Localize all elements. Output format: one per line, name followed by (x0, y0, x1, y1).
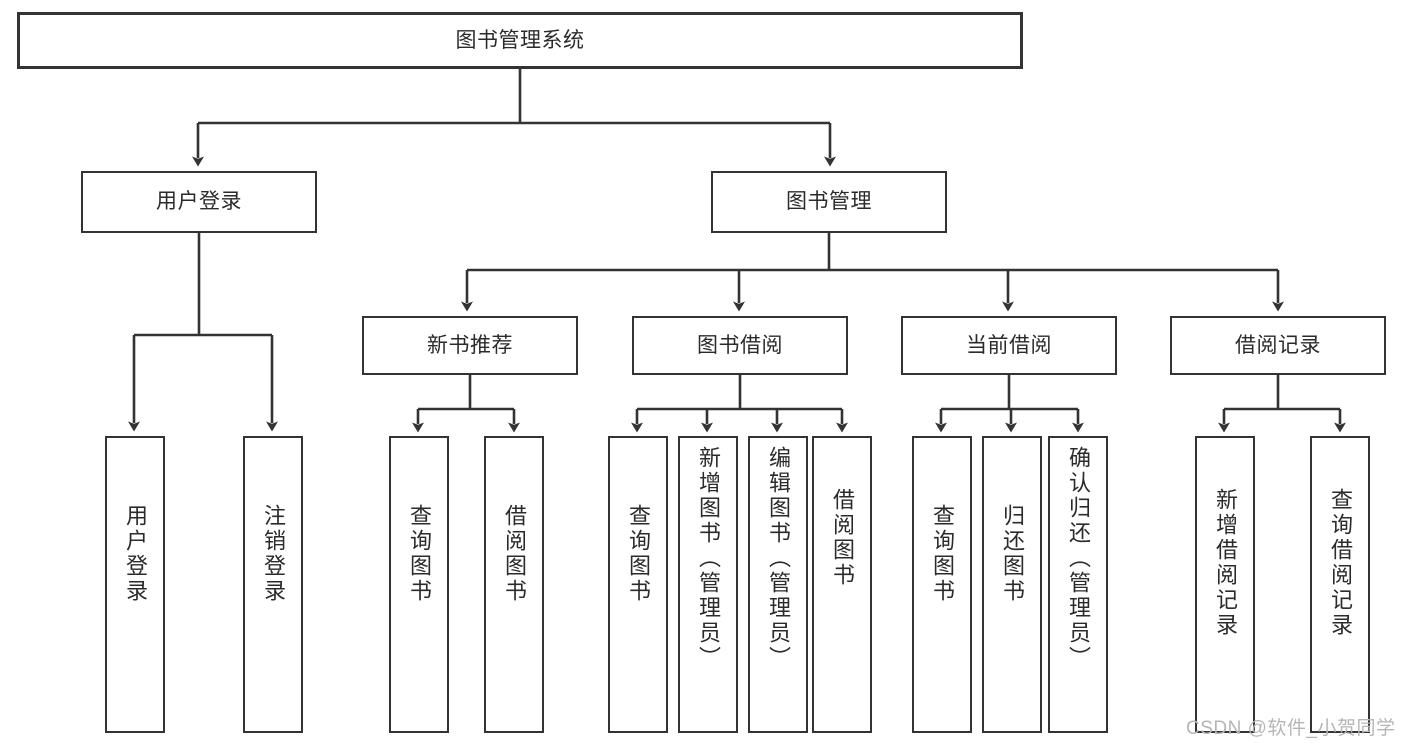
node-borrow-record-label: 借阅记录 (1235, 333, 1321, 357)
node-current-borrow[interactable]: 当前借阅 (901, 316, 1117, 375)
node-leaf-add-record[interactable]: 新增借阅记录 (1195, 436, 1255, 733)
node-leaf-add-book[interactable]: 新增图书（管理员） (678, 436, 738, 733)
node-leaf-borrow-book-2[interactable]: 借阅图书 (812, 436, 872, 733)
node-book-manage[interactable]: 图书管理 (711, 171, 947, 233)
node-leaf-edit-book-label: 编辑图书（管理员） (766, 446, 791, 671)
node-leaf-borrow-book-2-label: 借阅图书 (830, 488, 855, 588)
node-new-book-recommend-label: 新书推荐 (427, 333, 513, 357)
node-current-borrow-label: 当前借阅 (966, 333, 1052, 357)
node-leaf-borrow-book-1[interactable]: 借阅图书 (484, 436, 544, 733)
node-user-login[interactable]: 用户登录 (81, 171, 317, 233)
node-new-book-recommend[interactable]: 新书推荐 (362, 316, 578, 375)
node-leaf-user-login-label: 用户登录 (123, 504, 148, 604)
watermark-text: CSDN @软件_小贺同学 (1186, 718, 1396, 739)
node-root[interactable]: 图书管理系统 (17, 12, 1023, 69)
node-leaf-query-book-1-label: 查询图书 (407, 504, 432, 604)
node-book-borrow[interactable]: 图书借阅 (632, 316, 848, 375)
node-leaf-add-book-label: 新增图书（管理员） (696, 446, 721, 671)
node-leaf-return-book-label: 归还图书 (1000, 504, 1025, 604)
node-user-login-label: 用户登录 (156, 190, 242, 214)
node-leaf-query-book-3-label: 查询图书 (930, 504, 955, 604)
node-leaf-query-book-3[interactable]: 查询图书 (912, 436, 972, 733)
node-book-borrow-label: 图书借阅 (697, 333, 783, 357)
node-leaf-query-book-2-label: 查询图书 (626, 504, 651, 604)
node-leaf-user-login[interactable]: 用户登录 (105, 436, 165, 733)
node-leaf-query-record[interactable]: 查询借阅记录 (1310, 436, 1370, 733)
node-book-manage-label: 图书管理 (786, 190, 872, 214)
node-leaf-query-book-1[interactable]: 查询图书 (389, 436, 449, 733)
node-leaf-edit-book[interactable]: 编辑图书（管理员） (748, 436, 808, 733)
node-leaf-borrow-book-1-label: 借阅图书 (502, 504, 527, 604)
node-borrow-record[interactable]: 借阅记录 (1170, 316, 1386, 375)
node-leaf-logout-label: 注销登录 (261, 504, 286, 604)
node-leaf-query-record-label: 查询借阅记录 (1328, 488, 1353, 638)
node-leaf-confirm-return[interactable]: 确认归还（管理员） (1048, 436, 1108, 733)
node-root-label: 图书管理系统 (455, 28, 585, 52)
node-leaf-return-book[interactable]: 归还图书 (982, 436, 1042, 733)
node-leaf-confirm-return-label: 确认归还（管理员） (1066, 446, 1091, 671)
node-leaf-query-book-2[interactable]: 查询图书 (608, 436, 668, 733)
node-leaf-add-record-label: 新增借阅记录 (1213, 488, 1238, 638)
node-leaf-logout[interactable]: 注销登录 (243, 436, 303, 733)
